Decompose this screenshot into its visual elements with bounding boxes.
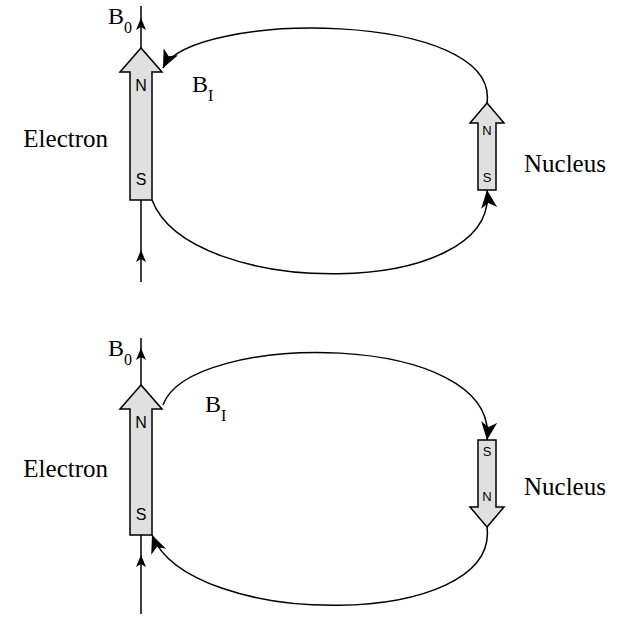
field-line: [163, 28, 487, 103]
particle-name: Nucleus: [524, 151, 606, 176]
field-symbol: B: [205, 392, 221, 416]
bar-magnet: ElectronNS: [120, 48, 162, 200]
particle-name: Electron: [23, 456, 108, 481]
pole-letter: S: [483, 445, 492, 458]
arrow-shape: [120, 48, 162, 200]
particle-name: Nucleus: [524, 474, 606, 499]
arrow-shape: [470, 440, 504, 527]
field-symbol: B: [192, 72, 208, 96]
pole-letter: N: [135, 415, 147, 431]
field-symbol: B: [108, 336, 124, 360]
field-subscript: I: [221, 408, 226, 424]
bar-magnet: SNNucleus: [470, 440, 504, 527]
field-line: [163, 353, 487, 440]
field-subscript: 0: [124, 20, 132, 36]
pole-letter: N: [135, 78, 147, 94]
bar-magnet: NSNucleus: [470, 103, 504, 190]
pole-letter: S: [136, 172, 147, 188]
field-line: [152, 527, 487, 605]
field-subscript: 0: [124, 352, 132, 368]
field-subscript: I: [208, 88, 213, 104]
arrow-shape: [470, 103, 504, 190]
field-line: [152, 190, 487, 274]
particle-name: Electron: [23, 126, 108, 151]
field-symbol: B: [108, 4, 124, 28]
pole-letter: S: [483, 171, 492, 184]
arrow-shape: [120, 385, 162, 535]
bar-magnet: ElectronNS: [120, 385, 162, 535]
pole-letter: S: [136, 507, 147, 523]
pole-letter: N: [482, 490, 491, 503]
pole-letter: N: [482, 124, 491, 137]
